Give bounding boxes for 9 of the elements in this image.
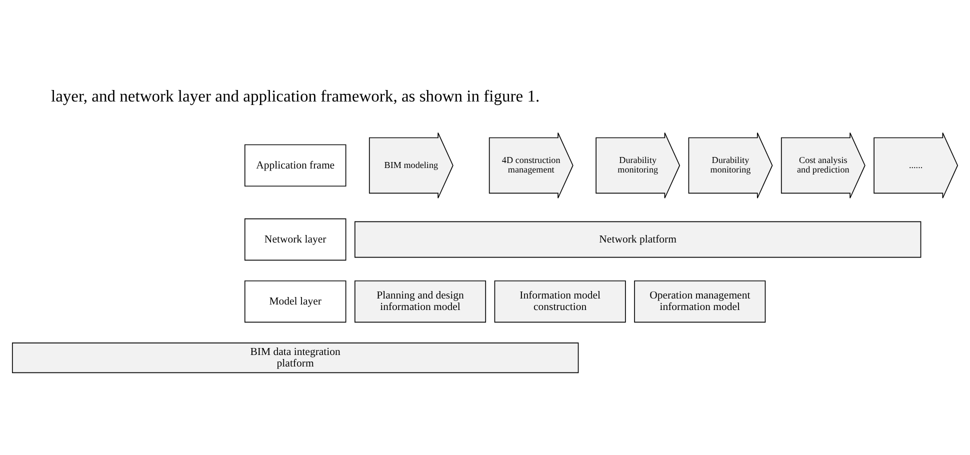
node-box: Planning and design information model <box>354 280 486 323</box>
node-box: Application frame <box>244 144 346 187</box>
node-box: Model layer <box>244 280 346 323</box>
node-box: Operation management information model <box>634 280 766 323</box>
node-box: Network platform <box>354 221 922 258</box>
label: layer, and network layer and application framework, as shown in figure 1. <box>51 86 540 106</box>
node-box: BIM data integration platform <box>12 342 579 374</box>
node-box: Information model construction <box>494 280 626 323</box>
node-box: Network layer <box>244 218 346 261</box>
